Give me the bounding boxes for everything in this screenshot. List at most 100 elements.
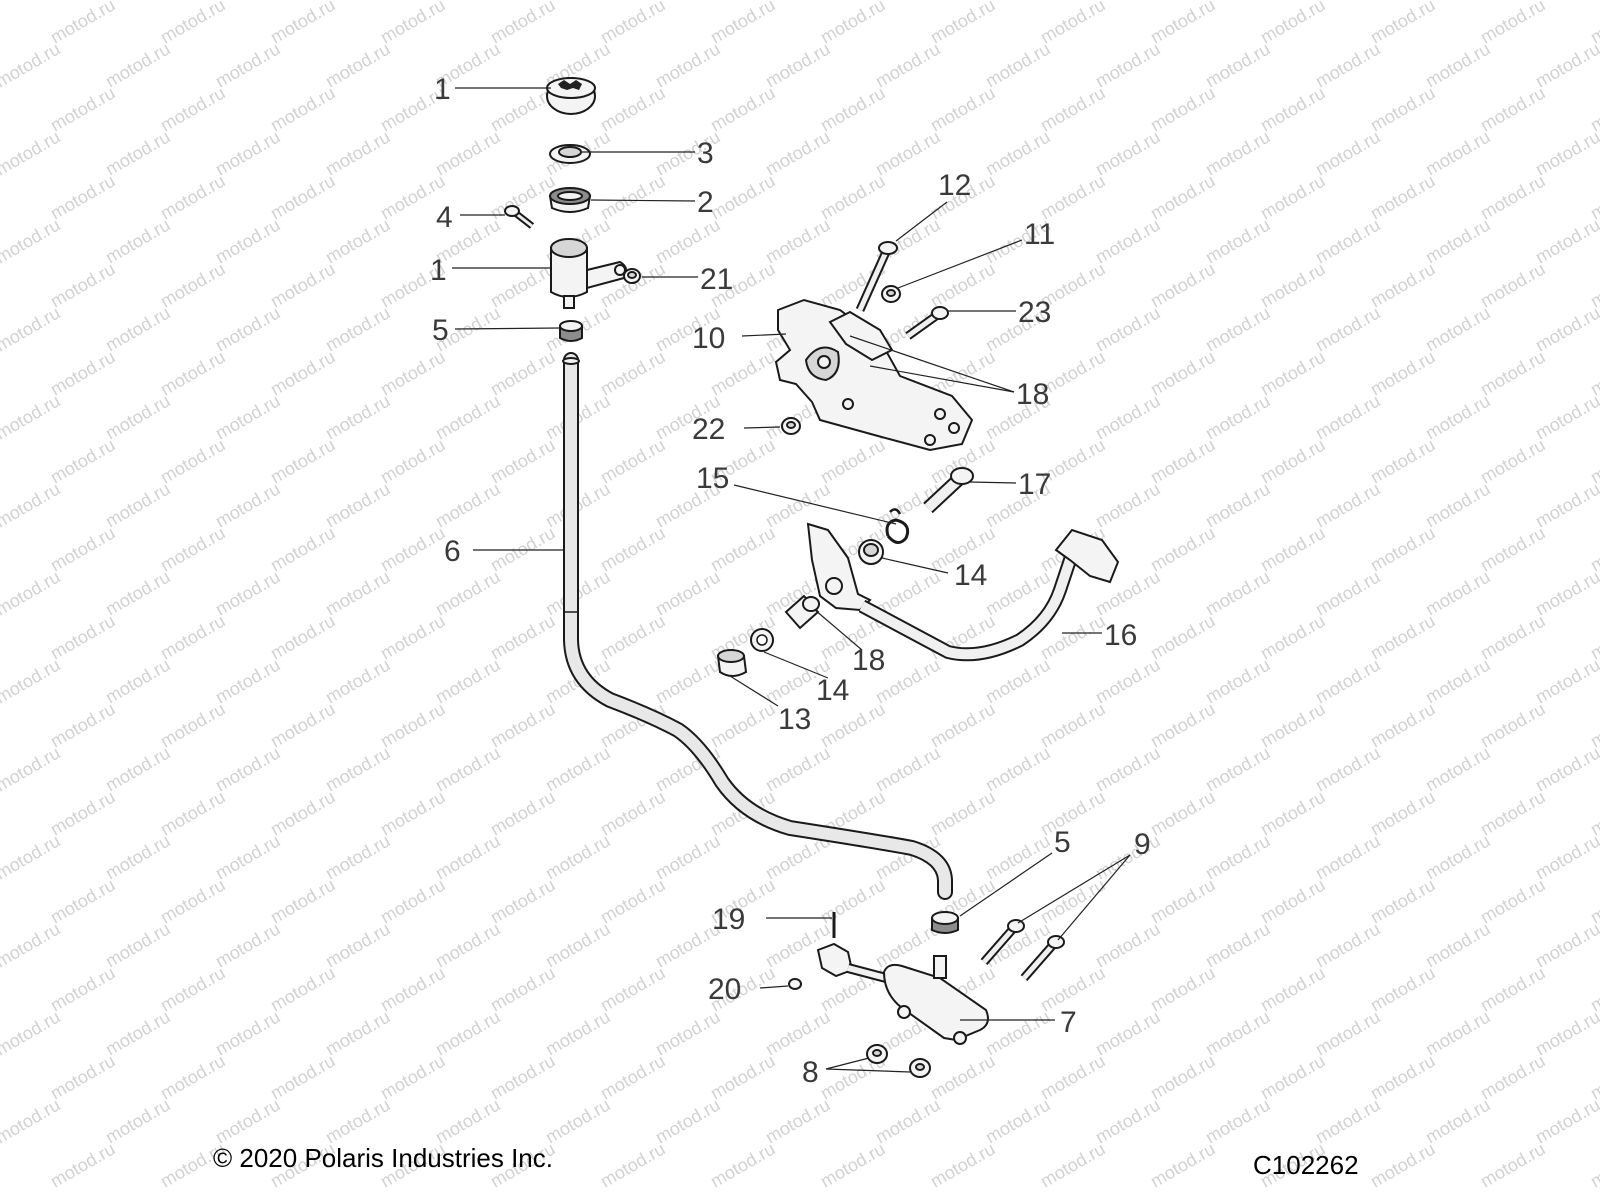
- watermark-text: motod.ru: [1477, 523, 1549, 576]
- watermark-text: motod.ru: [1147, 875, 1219, 928]
- watermark-text: motod.ru: [47, 1051, 119, 1104]
- watermark-text: motod.ru: [1422, 127, 1494, 180]
- watermark-text: motod.ru: [762, 1095, 834, 1148]
- watermark-text: motod.ru: [1092, 215, 1164, 268]
- watermark-text: motod.ru: [212, 391, 284, 444]
- watermark-text: motod.ru: [47, 523, 119, 576]
- watermark-text: motod.ru: [1037, 699, 1109, 752]
- watermark-text: motod.ru: [267, 787, 339, 840]
- callout-2: 2: [697, 186, 714, 219]
- watermark-text: motod.ru: [102, 479, 174, 532]
- watermark-text: motod.ru: [212, 303, 284, 356]
- watermark-text: motod.ru: [1092, 479, 1164, 532]
- watermark-text: motod.ru: [487, 347, 559, 400]
- callout-8: 8: [802, 1056, 819, 1089]
- spring-clip: [885, 508, 910, 544]
- watermark-text: motod.ru: [0, 1095, 64, 1148]
- watermark-text: motod.ru: [47, 347, 119, 400]
- watermark-text: motod.ru: [432, 831, 504, 884]
- hose-clamp-low: [931, 911, 959, 934]
- watermark-text: motod.ru: [1477, 0, 1549, 47]
- watermark-text: motod.ru: [1477, 611, 1549, 664]
- watermark-text: motod.ru: [1202, 743, 1274, 796]
- watermark-text: motod.ru: [1257, 699, 1329, 752]
- watermark-text: motod.ru: [982, 127, 1054, 180]
- watermark-text: motod.ru: [212, 1007, 284, 1060]
- reservoir-bolt: [504, 205, 535, 229]
- watermark-text: motod.ru: [267, 83, 339, 136]
- watermark-text: motod.ru: [1477, 83, 1549, 136]
- watermark-text: motod.ru: [102, 1095, 174, 1148]
- watermark-text: motod.ru: [542, 919, 614, 972]
- watermark-text: motod.ru: [1037, 875, 1109, 928]
- watermark-text: motod.ru: [1092, 391, 1164, 444]
- watermark-text: motod.ru: [1257, 963, 1329, 1016]
- watermark-text: motod.ru: [0, 479, 64, 532]
- watermark-text: motod.ru: [1532, 919, 1600, 972]
- watermark-text: motod.ru: [597, 171, 669, 224]
- watermark-text: motod.ru: [927, 699, 999, 752]
- watermark-text: motod.ru: [267, 963, 339, 1016]
- nut-11: [881, 285, 901, 303]
- watermark-text: motod.ru: [597, 1139, 669, 1192]
- watermark-text: motod.ru: [1532, 1007, 1600, 1060]
- watermark-text: motod.ru: [1312, 127, 1384, 180]
- watermark-text: motod.ru: [652, 1007, 724, 1060]
- watermark-text: motod.ru: [0, 39, 64, 92]
- watermark-text: motod.ru: [47, 171, 119, 224]
- watermark-text: motod.ru: [1037, 1139, 1109, 1192]
- fluid-reservoir: [550, 238, 628, 309]
- pedal-mount-bracket: [774, 298, 974, 452]
- watermark-text: motod.ru: [487, 611, 559, 664]
- watermark-text: motod.ru: [762, 1007, 834, 1060]
- watermark-text: motod.ru: [817, 1139, 889, 1192]
- watermark-text: motod.ru: [1202, 39, 1274, 92]
- watermark-text: motod.ru: [1147, 435, 1219, 488]
- watermark-text: motod.ru: [597, 1051, 669, 1104]
- reservoir-cap: [546, 77, 596, 115]
- watermark-text: motod.ru: [0, 655, 64, 708]
- watermark-text: motod.ru: [542, 831, 614, 884]
- watermark-text: motod.ru: [1037, 171, 1109, 224]
- watermark-text: motod.ru: [157, 699, 229, 752]
- watermark-text: motod.ru: [1147, 787, 1219, 840]
- callout-23: 23: [1018, 296, 1051, 329]
- watermark-text: motod.ru: [1367, 1139, 1439, 1192]
- watermark-text: motod.ru: [487, 523, 559, 576]
- bushing-upper: [858, 539, 884, 565]
- watermark-text: motod.ru: [597, 435, 669, 488]
- watermark-text: motod.ru: [1257, 787, 1329, 840]
- watermark-text: motod.ru: [762, 127, 834, 180]
- watermark-text: motod.ru: [377, 787, 449, 840]
- callout-3: 3: [697, 137, 714, 170]
- watermark-text: motod.ru: [0, 215, 64, 268]
- watermark-text: motod.ru: [47, 611, 119, 664]
- watermark-text: motod.ru: [157, 171, 229, 224]
- watermark-text: motod.ru: [47, 787, 119, 840]
- nut-21: [623, 268, 641, 284]
- watermark-text: motod.ru: [1202, 655, 1274, 708]
- watermark-text: motod.ru: [652, 831, 724, 884]
- clevis-pin: [788, 978, 802, 990]
- watermark-text: motod.ru: [377, 0, 449, 47]
- watermark-text: motod.ru: [1092, 127, 1164, 180]
- watermark-text: motod.ru: [982, 831, 1054, 884]
- watermark-text: motod.ru: [597, 83, 669, 136]
- watermark-text: motod.ru: [1367, 347, 1439, 400]
- watermark-text: motod.ru: [212, 831, 284, 884]
- watermark-text: motod.ru: [1312, 391, 1384, 444]
- watermark-text: motod.ru: [817, 875, 889, 928]
- watermark-text: motod.ru: [212, 655, 284, 708]
- watermark-text: motod.ru: [432, 919, 504, 972]
- watermark-text: motod.ru: [707, 171, 779, 224]
- watermark-text: motod.ru: [1477, 699, 1549, 752]
- washer-lower: [750, 628, 774, 652]
- watermark-text: motod.ru: [377, 1051, 449, 1104]
- watermark-text: motod.ru: [47, 0, 119, 47]
- watermark-text: motod.ru: [0, 391, 64, 444]
- watermark-text: motod.ru: [1477, 259, 1549, 312]
- watermark-text: motod.ru: [872, 127, 944, 180]
- watermark-text: motod.ru: [1367, 1051, 1439, 1104]
